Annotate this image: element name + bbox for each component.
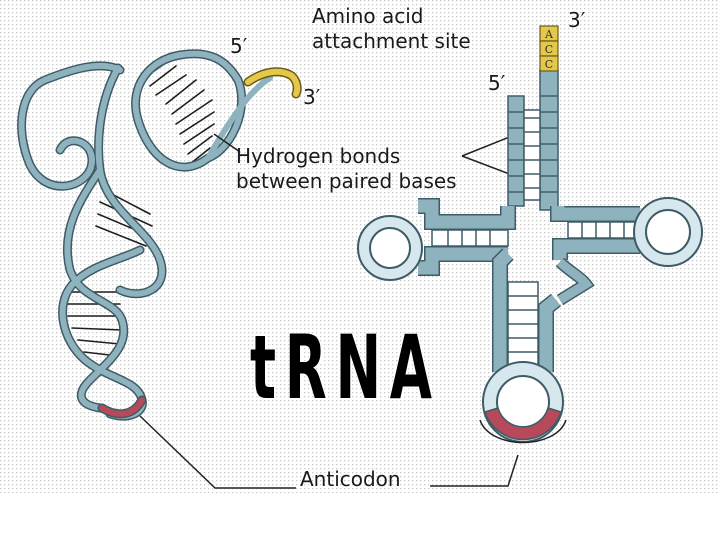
five-prime-right-label: 5′ [488,71,506,95]
acc-cells [539,25,559,72]
acc-base-3: C [545,58,553,71]
ribbon-strands [18,50,273,420]
amino-acid-label-line1: Amino acid [312,4,424,28]
five-prime-left-label: 5′ [230,34,248,58]
tertiary-structure-model [17,49,302,421]
cloverleaf-model: A C C [357,25,703,444]
anticodon-cells [484,407,562,441]
acc-base-2: C [545,43,553,56]
hydrogen-bonds-label-line2: between paired bases [236,169,457,193]
hydrogen-bonds-label-line1: Hydrogen bonds [236,144,401,168]
amino-acid-label-line2: attachment site [312,29,471,53]
trna-title: tRNA [250,316,441,419]
three-prime-left-label: 3′ [303,85,321,109]
d-arm [357,198,516,281]
acceptor-stem [507,69,559,211]
t-arm [550,197,703,267]
pointer-lines [139,133,519,489]
acc-base-1: A [544,28,554,41]
three-prime-right-label: 3′ [568,8,586,32]
anticodon-arm [479,248,567,444]
anticodon-label: Anticodon [300,467,401,491]
